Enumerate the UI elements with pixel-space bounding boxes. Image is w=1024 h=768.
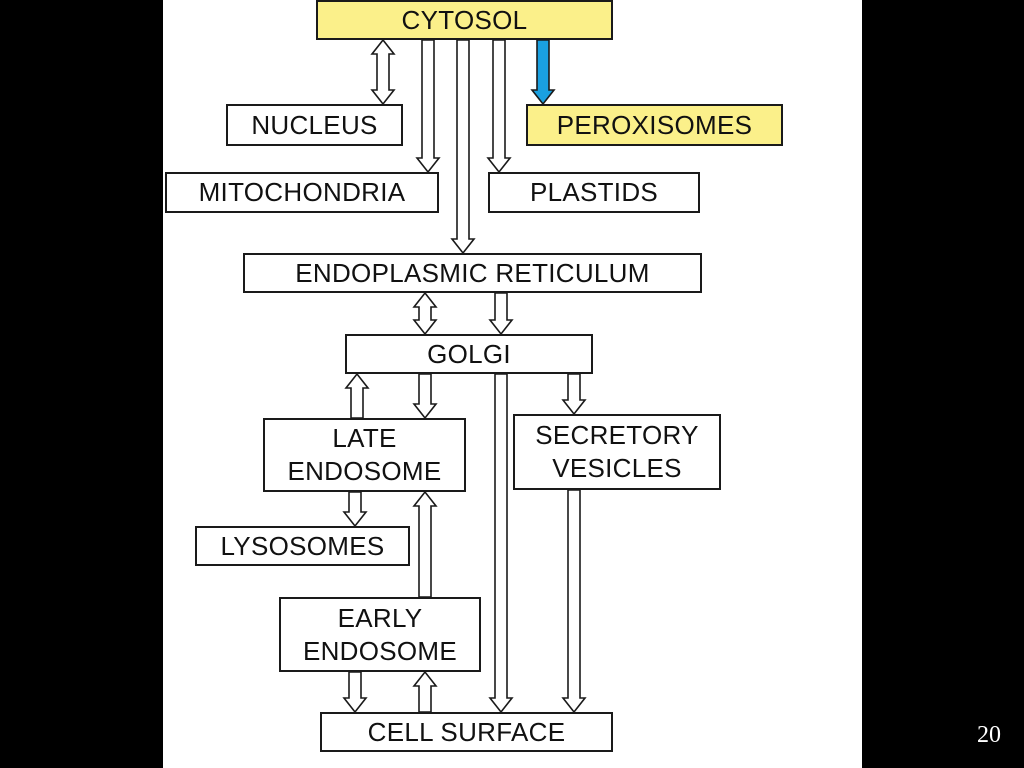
arrows-layer	[342, 38, 587, 714]
arrow-secretory-to-cell-surface	[561, 489, 587, 714]
slide-number: 20	[977, 722, 1001, 748]
diagram-panel: CYTOSOL NUCLEUS PEROXISOMES MITOCHONDRIA…	[163, 0, 862, 768]
arrow-early-endosome-to-cell-surface	[342, 671, 368, 714]
arrow-early-to-late-endosome	[412, 490, 438, 598]
node-mitochondria: MITOCHONDRIA	[165, 172, 439, 213]
arrow-golgi-to-secretory	[561, 373, 587, 416]
node-secretory-vesicles: SECRETORY VESICLES	[513, 414, 721, 490]
node-endoplasmic-reticulum: ENDOPLASMIC RETICULUM	[243, 253, 702, 293]
arrow-cytosol-mitochondria	[415, 39, 441, 174]
arrow-golgi-to-cell-surface	[488, 373, 514, 714]
node-golgi: GOLGI	[345, 334, 593, 374]
node-nucleus: NUCLEUS	[226, 104, 403, 146]
node-plastids: PLASTIDS	[488, 172, 700, 213]
arrow-cytosol-plastids	[486, 39, 512, 174]
arrow-cytosol-peroxisomes	[530, 39, 556, 106]
node-lysosomes: LYSOSOMES	[195, 526, 410, 566]
arrow-cell-surface-to-early-endosome	[412, 670, 438, 713]
node-cytosol: CYTOSOL	[316, 0, 613, 40]
arrow-golgi-to-late-endosome	[412, 373, 438, 420]
arrow-cytosol-er	[450, 39, 476, 255]
arrow-late-endosome-to-golgi	[344, 372, 370, 419]
arrow-er-to-golgi	[488, 292, 514, 336]
node-peroxisomes: PEROXISOMES	[526, 104, 783, 146]
node-late-endosome: LATE ENDOSOME	[263, 418, 466, 492]
arrow-late-endosome-to-lysosomes	[342, 491, 368, 528]
node-cell-surface: CELL SURFACE	[320, 712, 613, 752]
arrow-er-golgi	[412, 291, 438, 336]
node-early-endosome: EARLY ENDOSOME	[279, 597, 481, 672]
arrow-cytosol-nucleus	[370, 38, 396, 106]
